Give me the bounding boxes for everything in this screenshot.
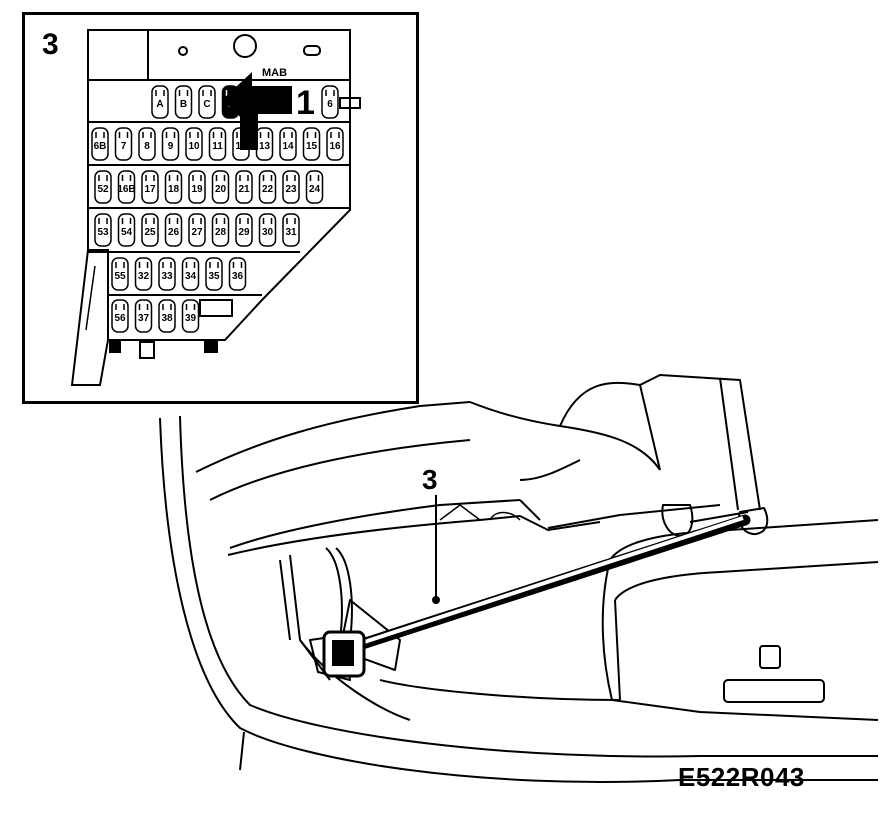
car-interior-illustration xyxy=(159,374,879,783)
fuse-38: 38 xyxy=(158,299,176,333)
fuse-10: 10 xyxy=(185,127,203,161)
fuse-21: 21 xyxy=(235,170,253,204)
fuse-label: 23 xyxy=(285,184,297,195)
fuse-label: 27 xyxy=(191,227,203,238)
fuse-C: C xyxy=(198,85,216,119)
fuse-label: 14 xyxy=(282,141,294,152)
fuse-label: 32 xyxy=(138,271,150,282)
fuse-28: 28 xyxy=(211,213,230,247)
fuse-label: 21 xyxy=(238,184,250,195)
fuse-label: 35 xyxy=(208,271,220,282)
fuse-7: 7 xyxy=(114,127,133,161)
fuse-25: 25 xyxy=(141,213,159,247)
fuse-31: 31 xyxy=(282,213,300,247)
fuse-label: 56 xyxy=(114,313,126,324)
fuse-20: 20 xyxy=(211,170,230,204)
fuse-39: 39 xyxy=(181,299,200,333)
fuse-24: 24 xyxy=(305,170,324,204)
fuse-label: 7 xyxy=(121,141,127,152)
fuse-label: 28 xyxy=(215,227,227,238)
fuse-26: 26 xyxy=(164,213,183,247)
fuse-14: 14 xyxy=(279,127,297,161)
fuse-label: 30 xyxy=(262,227,274,238)
fuse-27: 27 xyxy=(188,213,206,247)
fuse-label: 36 xyxy=(232,271,244,282)
fuse-label: 37 xyxy=(138,313,150,324)
figure-code: E522R043 xyxy=(678,762,805,792)
fuse-label: 52 xyxy=(97,184,109,195)
fuse-34: 34 xyxy=(181,257,200,291)
fuse-label: 54 xyxy=(121,227,133,238)
fuse-label: 39 xyxy=(185,313,197,324)
fuse-label: 38 xyxy=(161,313,173,324)
fuse-label: 9 xyxy=(168,141,174,152)
fuse-label: 24 xyxy=(309,184,321,195)
fuse-label: 11 xyxy=(212,141,223,152)
fuse-B: B xyxy=(174,85,193,119)
fuse-11: 11 xyxy=(208,127,227,161)
fuse-label: 20 xyxy=(215,184,227,195)
fuse-6: 6 xyxy=(321,85,339,119)
brand-mark: MAB xyxy=(262,67,287,79)
fuse-13: 13 xyxy=(255,127,274,161)
pointer-arrow xyxy=(222,72,292,150)
inset-number: 3 xyxy=(42,28,59,61)
fuse-56: 56 xyxy=(111,299,129,333)
fuse-label: 53 xyxy=(97,227,109,238)
fuse-layer: ABC166B789101112131415165216B17181920212… xyxy=(91,67,344,333)
fuse-label: 17 xyxy=(144,184,156,195)
fuse-label: 16 xyxy=(329,141,341,152)
fuse-54: 54 xyxy=(117,213,136,247)
fuse-label: 13 xyxy=(259,141,271,152)
fuse-label: 8 xyxy=(144,141,150,152)
fuse-37: 37 xyxy=(134,299,153,333)
fuse-30: 30 xyxy=(258,213,277,247)
fuse-55: 55 xyxy=(111,257,129,291)
fuse-16B: 16B xyxy=(117,170,136,204)
fuse-label: C xyxy=(203,99,210,110)
fuse-8: 8 xyxy=(138,127,156,161)
fuse-label: B xyxy=(180,99,187,110)
fuse-9: 9 xyxy=(161,127,180,161)
fuse-label: 25 xyxy=(144,227,156,238)
fuse-15: 15 xyxy=(302,127,321,161)
fuse-label: 55 xyxy=(114,271,126,282)
fuse-label: 10 xyxy=(188,141,200,152)
fuse-label: 34 xyxy=(185,271,197,282)
fuse-17: 17 xyxy=(141,170,159,204)
fuse-32: 32 xyxy=(134,257,153,291)
fuse-label: 6B xyxy=(94,141,107,152)
arrow-callout: 1 xyxy=(296,84,315,122)
fuse-label: A xyxy=(156,99,163,110)
fuse-label: 16B xyxy=(117,184,135,195)
fuse-18: 18 xyxy=(164,170,183,204)
fuse-label: 19 xyxy=(191,184,203,195)
fuse-label: 6 xyxy=(327,99,333,110)
fuse-6B: 6B xyxy=(91,127,109,161)
tool-callout: 3 xyxy=(422,464,438,495)
fuse-label: 29 xyxy=(238,227,250,238)
fuse-22: 22 xyxy=(258,170,277,204)
fuse-35: 35 xyxy=(205,257,223,291)
fuse-A: A xyxy=(151,85,169,119)
fuse-label: 33 xyxy=(161,271,173,282)
fuse-23: 23 xyxy=(282,170,300,204)
fuse-33: 33 xyxy=(158,257,176,291)
fuse-label: 31 xyxy=(285,227,297,238)
fuse-19: 19 xyxy=(188,170,206,204)
removal-tool xyxy=(322,495,751,678)
fuse-label: 22 xyxy=(262,184,274,195)
fuse-53: 53 xyxy=(94,213,112,247)
fuse-box-inset xyxy=(22,12,419,404)
fuse-box-outline xyxy=(70,29,361,386)
fuse-36: 36 xyxy=(228,257,247,291)
fuse-16: 16 xyxy=(326,127,344,161)
fuse-29: 29 xyxy=(235,213,253,247)
fuse-52: 52 xyxy=(94,170,112,204)
fuse-label: 18 xyxy=(168,184,180,195)
fuse-label: 26 xyxy=(168,227,180,238)
fuse-label: 15 xyxy=(306,141,318,152)
